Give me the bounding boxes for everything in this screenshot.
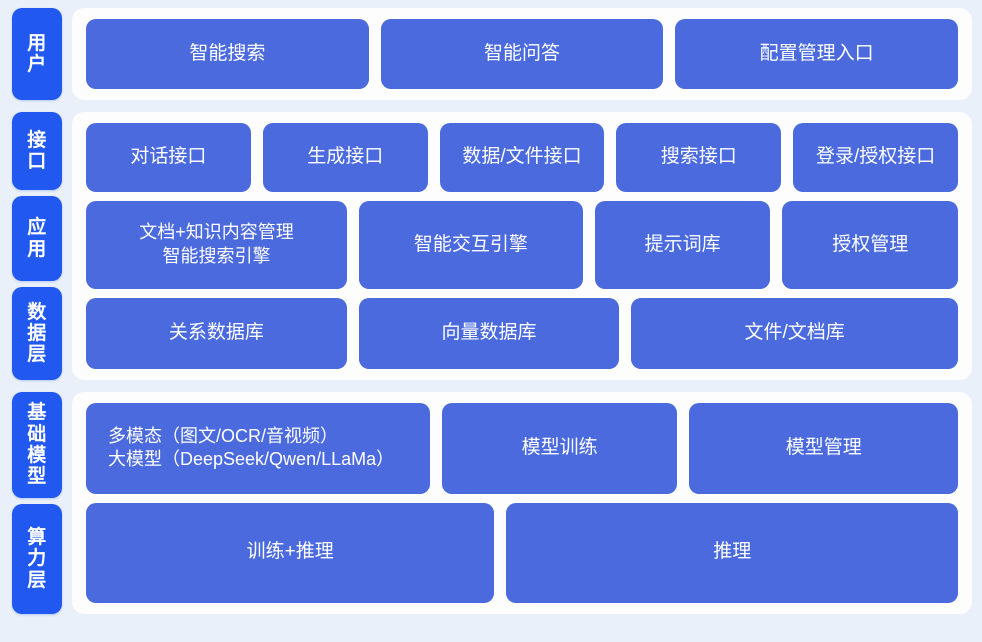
box-login-auth-api[interactable]: 登录/授权接口 (793, 123, 958, 193)
box-doc-knowledge-management[interactable]: 文档+知识内容管理 智能搜索引擎 (86, 201, 347, 289)
card-bottom: 多模态（图文/OCR/音视频） 大模型（DeepSeek/Qwen/LLaMa）… (72, 392, 972, 614)
box-generation-api[interactable]: 生成接口 (262, 123, 428, 193)
layer-label-users: 用 户 (12, 8, 62, 100)
row-models: 多模态（图文/OCR/音视频） 大模型（DeepSeek/Qwen/LLaMa）… (86, 403, 958, 494)
box-training-and-inference[interactable]: 训练+推理 (86, 502, 495, 603)
box-config-management-entry[interactable]: 配置管理入口 (675, 19, 959, 89)
row-application: 文档+知识内容管理 智能搜索引擎 智能交互引擎 提示词库 授权管理 (86, 201, 958, 289)
band-middle: 接 口 应 用 数 据 层 对话接口 生成接口 数据/文件接口 搜索接口 登录/… (12, 112, 972, 380)
layer-label-data-char-2: 据 (27, 322, 47, 344)
layer-label-foundation-model: 基 础 模 型 (12, 392, 62, 498)
box-data-file-api[interactable]: 数据/文件接口 (439, 123, 605, 193)
box-prompt-library[interactable]: 提示词库 (594, 201, 771, 289)
card-middle: 对话接口 生成接口 数据/文件接口 搜索接口 登录/授权接口 文档+知识内容管理… (72, 112, 972, 380)
layer-label-compute-char-2: 力 (27, 548, 47, 570)
box-smart-interaction-engine[interactable]: 智能交互引擎 (358, 201, 583, 289)
box-model-management[interactable]: 模型管理 (689, 403, 958, 494)
band-bottom: 基 础 模 型 算 力 层 多模态（图文/OCR/音视频） 大模型（DeepSe… (12, 392, 972, 614)
layer-label-foundation-model-char-2: 础 (27, 423, 47, 445)
card-users: 智能搜索 智能问答 配置管理入口 (72, 8, 972, 100)
row-data-stores: 关系数据库 向量数据库 文件/文档库 (86, 297, 958, 369)
layer-label-compute-char-1: 算 (27, 527, 47, 549)
layer-label-data-char-3: 层 (27, 344, 47, 366)
box-model-training[interactable]: 模型训练 (441, 403, 678, 494)
box-search-api[interactable]: 搜索接口 (616, 123, 782, 193)
row-user-entries: 智能搜索 智能问答 配置管理入口 (86, 19, 959, 89)
box-dialog-api[interactable]: 对话接口 (86, 123, 251, 193)
layer-label-foundation-model-char-4: 型 (27, 466, 47, 488)
label-column-users: 用 户 (12, 8, 62, 100)
box-authorization-management[interactable]: 授权管理 (782, 201, 958, 289)
box-vector-database[interactable]: 向量数据库 (358, 297, 620, 369)
layer-label-application-char-2: 用 (27, 238, 47, 260)
box-file-document-store[interactable]: 文件/文档库 (631, 297, 958, 369)
layer-label-interface: 接 口 (12, 112, 62, 190)
row-interface: 对话接口 生成接口 数据/文件接口 搜索接口 登录/授权接口 (86, 123, 958, 193)
band-users: 用 户 智能搜索 智能问答 配置管理入口 (12, 8, 972, 100)
label-column-middle: 接 口 应 用 数 据 层 (12, 112, 62, 380)
layer-label-application: 应 用 (12, 196, 62, 281)
layer-label-application-char-1: 应 (27, 217, 47, 239)
row-compute: 训练+推理 推理 (86, 502, 958, 603)
layer-label-foundation-model-char-1: 基 (27, 402, 47, 424)
label-column-bottom: 基 础 模 型 算 力 层 (12, 392, 62, 614)
layer-label-interface-char-2: 口 (27, 151, 47, 172)
layer-label-data-char-1: 数 (27, 301, 47, 323)
layer-label-interface-char-1: 接 (27, 129, 47, 151)
layer-label-compute: 算 力 层 (12, 504, 62, 614)
box-multimodal-large-model[interactable]: 多模态（图文/OCR/音视频） 大模型（DeepSeek/Qwen/LLaMa） (86, 403, 430, 494)
box-smart-qa[interactable]: 智能问答 (380, 19, 664, 89)
box-inference[interactable]: 推理 (506, 502, 958, 603)
layer-label-data: 数 据 层 (12, 287, 62, 380)
box-relational-database[interactable]: 关系数据库 (86, 297, 347, 369)
layer-label-users-char-1: 用 (27, 32, 47, 54)
layer-label-foundation-model-char-3: 模 (27, 445, 47, 466)
layer-label-users-char-2: 户 (27, 54, 47, 75)
box-smart-search[interactable]: 智能搜索 (86, 19, 369, 89)
layer-label-compute-char-3: 层 (27, 569, 47, 591)
